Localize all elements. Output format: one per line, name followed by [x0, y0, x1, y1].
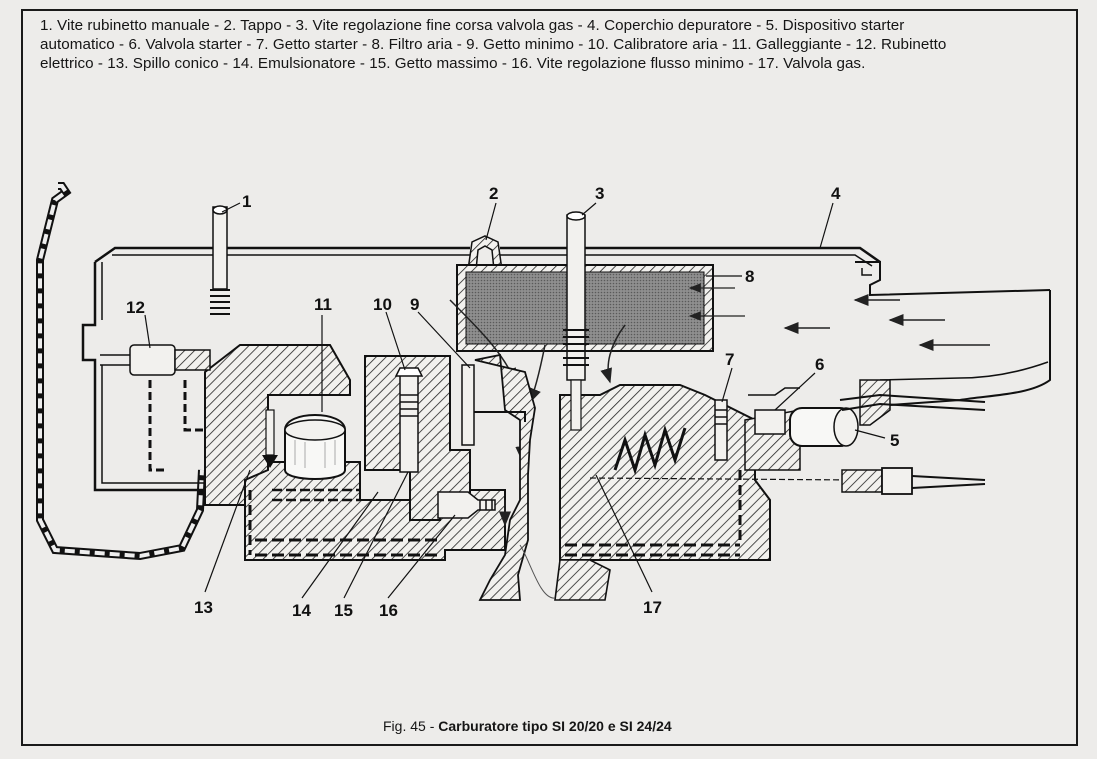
valvola-starter [748, 387, 800, 435]
callout-2: 2 [489, 184, 498, 203]
calibratore-aria [394, 367, 424, 473]
spillo-conico [262, 409, 278, 468]
callout-14: 14 [292, 601, 311, 620]
getto-starter [714, 399, 728, 461]
callout-13: 13 [194, 598, 213, 617]
callout-16: 16 [379, 601, 398, 620]
callout-labels: 1 2 3 4 5 6 7 8 9 10 11 12 13 14 15 16 1… [126, 184, 899, 620]
callout-3: 3 [595, 184, 604, 203]
callout-1: 1 [242, 192, 251, 211]
cable-fitting [589, 467, 986, 495]
callout-8: 8 [745, 267, 754, 286]
figure-caption: Fig. 45 - Carburatore tipo SI 20/20 e SI… [383, 718, 672, 734]
callout-11: 11 [314, 295, 332, 314]
callout-7: 7 [725, 350, 734, 369]
callout-12: 12 [126, 298, 145, 317]
callout-6: 6 [815, 355, 824, 374]
callout-4: 4 [831, 184, 841, 203]
external-hose [36, 182, 206, 561]
callout-9: 9 [410, 295, 419, 314]
leader-lines [144, 202, 886, 599]
starter-automatico [789, 393, 986, 447]
vite-regolazione-flusso-minimo [437, 491, 511, 527]
caption-prefix: Fig. 45 - [383, 718, 439, 734]
legend-line: automatico - 6. Valvola starter - 7. Get… [40, 36, 947, 53]
vite-regolazione-fine-corsa [563, 211, 589, 431]
callout-17: 17 [643, 598, 662, 617]
vite-rubinetto-manuale [210, 205, 230, 315]
callout-10: 10 [373, 295, 392, 314]
air-intake [855, 261, 1051, 406]
valvola-gas-spring [613, 424, 687, 476]
legend-line: elettrico - 13. Spillo conico - 14. Emul… [40, 55, 866, 72]
callout-5: 5 [890, 431, 899, 450]
figure-frame [21, 9, 1078, 746]
legend-line: 1. Vite rubinetto manuale - 2. Tappo - 3… [40, 17, 905, 34]
callout-15: 15 [334, 601, 353, 620]
caption-title: Carburatore tipo SI 20/20 e SI 24/24 [438, 718, 672, 734]
legend: 1. Vite rubinetto manuale - 2. Tappo - 3… [40, 16, 1064, 73]
rubinetto-elettrico [100, 344, 211, 472]
galleggiante [284, 414, 346, 480]
